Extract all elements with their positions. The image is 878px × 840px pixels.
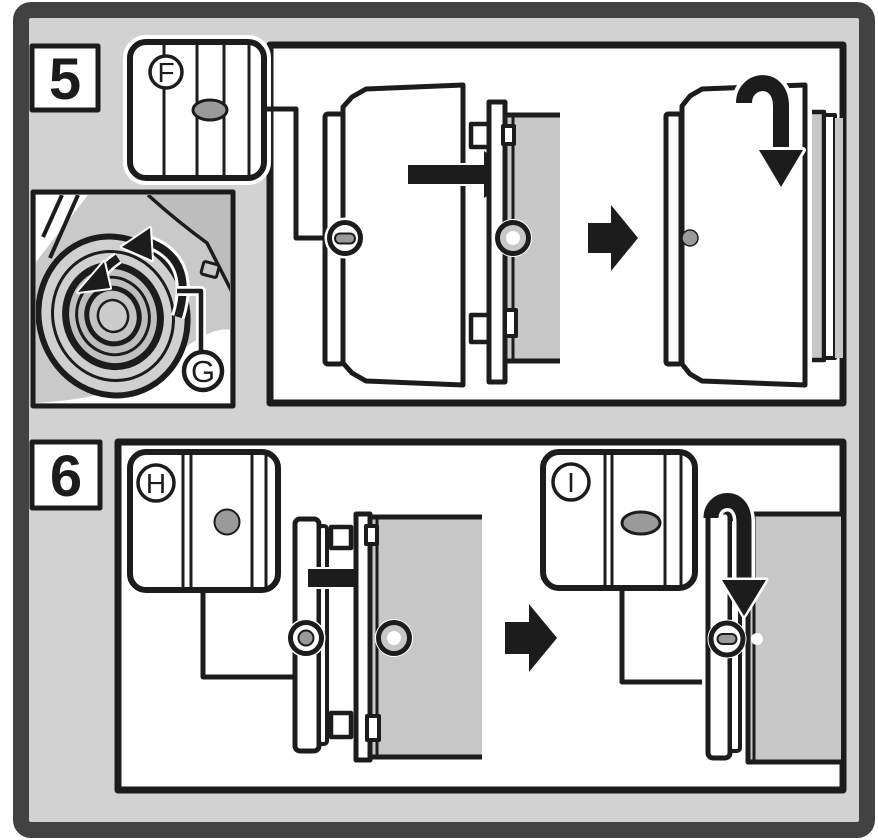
proceed-arrow2-icon xyxy=(505,604,557,672)
lens-index-dot-icon xyxy=(751,633,763,645)
callout-f-label: F xyxy=(157,57,174,88)
lens-front-rings xyxy=(36,233,191,399)
callout-g-letter-circle xyxy=(181,349,225,393)
rotate-arrow2-head-icon xyxy=(719,577,769,619)
callout-h: H xyxy=(127,449,281,593)
lens-marker2-dot-icon xyxy=(387,631,401,645)
reversed-hood-mounted xyxy=(700,489,841,765)
step6-number-box: 6 xyxy=(29,439,103,511)
callout-h-letter-circle xyxy=(136,463,176,503)
hood-mounted-view xyxy=(663,71,843,392)
hood-oval-mark-icon xyxy=(620,510,662,536)
callout-i-letter-circle xyxy=(551,462,591,502)
lens-barrel-behind-2 xyxy=(745,511,841,765)
lens-side-view-2 xyxy=(328,511,482,763)
hood-align-dot-icon xyxy=(681,229,699,247)
proceed-arrow-icon xyxy=(588,205,638,271)
bayonet-notch-bottom-2 xyxy=(365,714,381,742)
camera-body-outline xyxy=(146,195,230,292)
hood-side-view xyxy=(322,82,466,388)
step6-section: 6 H xyxy=(29,438,847,794)
step5-number: 5 xyxy=(49,47,81,112)
rotate-attach-arrow-icon xyxy=(736,75,789,152)
callout-h-index-lines xyxy=(181,454,268,588)
bayonet-notch-top-2 xyxy=(364,524,379,546)
lens-side-view xyxy=(468,99,560,385)
camera-body-shade xyxy=(150,195,230,287)
inset-photo-g: G xyxy=(30,189,236,409)
step5-number-box: 5 xyxy=(29,43,101,113)
callout-g-leader-line xyxy=(177,288,204,350)
hood-marker-dash-icon xyxy=(334,232,356,245)
rotate-arrow-head-icon xyxy=(756,147,806,190)
step6-number-frame xyxy=(29,439,103,511)
unlock-arrow1-head-icon xyxy=(120,226,154,262)
mounted-marker-dash-icon xyxy=(716,633,738,645)
hood-body xyxy=(340,82,466,388)
callout-f: F xyxy=(123,35,271,185)
bayonet-notch-bottom xyxy=(503,308,518,338)
callout-f-leader-line xyxy=(262,106,329,241)
callout-i-label: I xyxy=(567,467,575,498)
camera-detail xyxy=(199,260,221,279)
bayonet-notch-top xyxy=(501,124,516,146)
unlock-arrow1-icon xyxy=(144,237,187,319)
hood-alignment-mark-icon xyxy=(191,98,229,122)
callout-h-label: H xyxy=(146,468,166,499)
bayonet-tab-bottom-2 xyxy=(328,710,354,740)
lens-edge-behind xyxy=(835,118,843,358)
lens-barrel-2 xyxy=(367,514,482,760)
inset-photo-content xyxy=(36,195,230,403)
hood-dot-mark-icon xyxy=(213,508,241,536)
step5-section: 5 F xyxy=(29,35,847,409)
unlock-arrow2-head-icon xyxy=(76,260,112,294)
ring-marker-dot-icon xyxy=(297,629,315,647)
callout-f-letter-circle xyxy=(148,54,184,90)
step6-number: 6 xyxy=(50,444,82,509)
reversed-hood-ring xyxy=(286,516,329,754)
lens-ring-behind xyxy=(822,113,837,360)
bayonet-tab-top-2 xyxy=(328,524,354,551)
lens-marker-dot-icon xyxy=(506,231,520,245)
step5-number-frame xyxy=(29,43,101,113)
callout-i-index-lines xyxy=(603,454,683,586)
mounted-hood-flange xyxy=(663,111,684,367)
inset-highlight-bottom xyxy=(36,329,230,403)
callout-i: I xyxy=(540,449,698,591)
rotate-attach-arrow2-icon xyxy=(703,493,752,582)
callout-g-label: G xyxy=(191,354,215,389)
